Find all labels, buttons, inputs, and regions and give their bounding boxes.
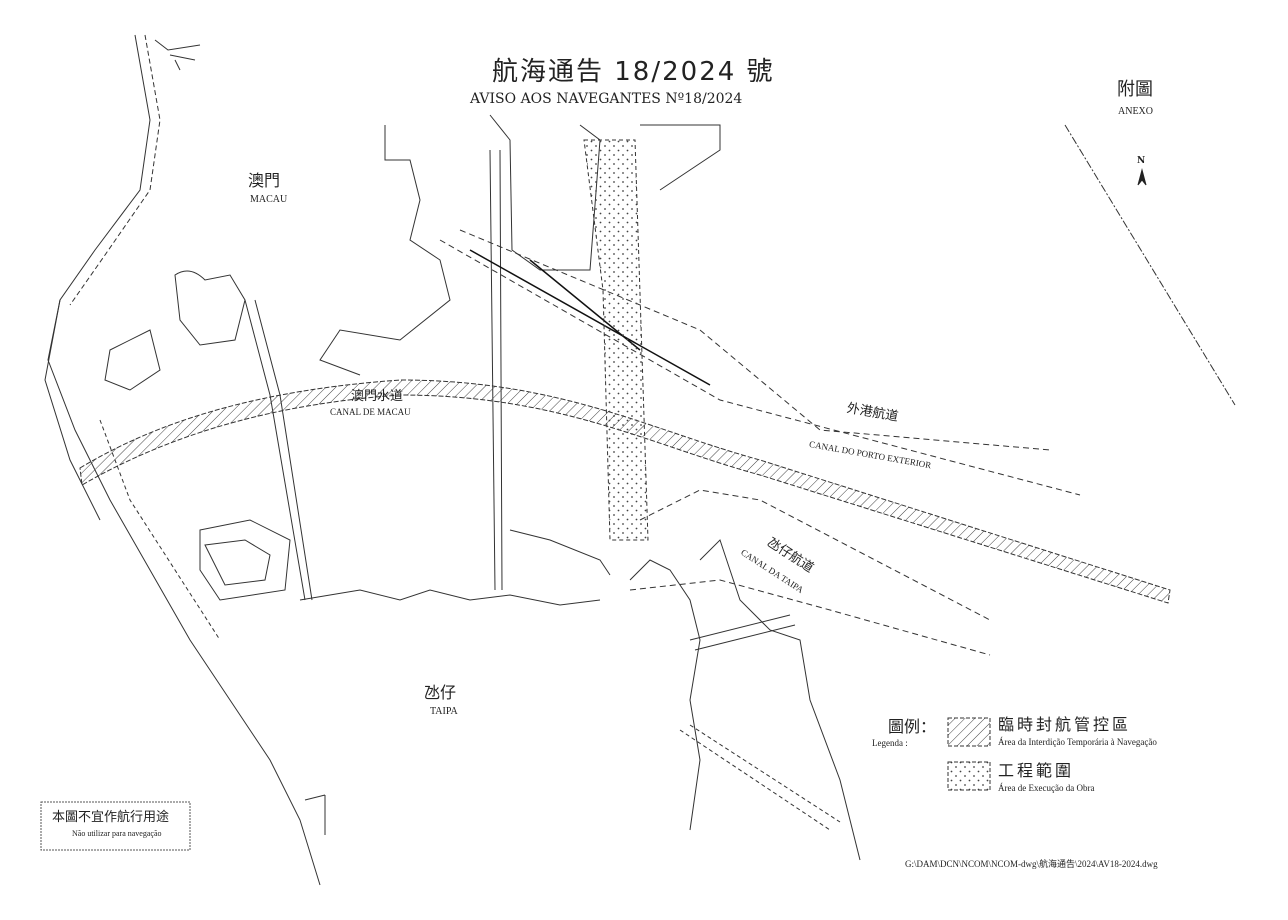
annex-label-pt: ANEXO [1118,106,1153,117]
macau-coastline [47,34,321,886]
legend-title-pt: Legenda : [872,738,908,748]
taipa-label-pt: TAIPA [430,706,458,717]
notice-pt: Não utilizar para navegação [72,829,162,838]
canal-macau-label-zh: 澳門水道 [351,389,404,404]
legend-hatch-swatch [947,717,991,747]
notice-zh: 本圖不宜作航行用途 [52,810,170,825]
legend-item-closure-pt: Área da Interdição Temporária à Navegaçã… [998,737,1157,747]
north-label: N [1137,156,1146,166]
works-area [583,139,649,541]
taipa-label-zh: 氹仔 [424,683,457,702]
legend-dots-swatch [947,761,991,791]
page-subtitle: AVISO AOS NAVEGANTES Nº18/2024 [470,91,743,107]
page-title: 航海通告 18/2024 號 [492,57,775,87]
north-arrow-icon [1137,168,1147,186]
legend-item-closure-zh: 臨時封航管控區 [998,715,1132,734]
canal-macau-label-pt: CANAL DE MACAU [330,407,411,417]
notice-box-border [40,801,191,851]
macau-label-pt: MACAU [250,194,288,205]
legend-title-zh: 圖例： [888,717,937,736]
legend-item-works-pt: Área de Execução da Obra [998,783,1095,793]
annex-label-zh: 附圖 [1117,79,1153,100]
legend-item-works-zh: 工程範圍 [998,761,1075,780]
macau-label-zh: 澳門 [248,171,281,190]
file-path: G:\DAM\DCN\NCOM\NCOM-dwg\航海通告\2024\AV18-… [905,859,1158,869]
